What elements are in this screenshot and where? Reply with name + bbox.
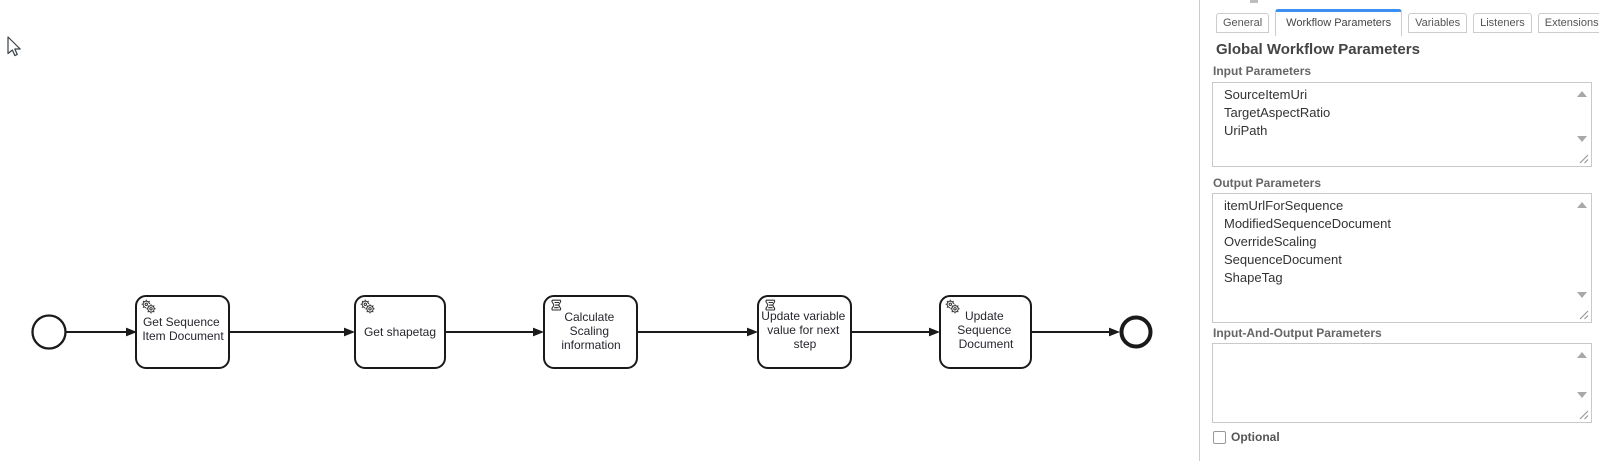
tab-extensions[interactable]: Extensions [1537,13,1599,33]
resize-grip-icon[interactable] [1578,409,1589,420]
end-event[interactable] [1119,315,1153,349]
task-label-line: Update variable [761,309,845,323]
input-and-output-parameters-label: Input-And-Output Parameters [1213,326,1382,340]
up-arrow-icon[interactable] [1577,202,1587,208]
sequence-flow[interactable] [66,327,137,337]
bpmn-diagram-svg: Get Sequence Item Document Get shapetag … [7,36,1153,369]
output-parameters-label: Output Parameters [1213,176,1322,190]
up-arrow-icon[interactable] [1577,352,1587,358]
task-update-variable-value[interactable]: Update variable value for next step [757,295,852,369]
resize-grip-icon[interactable] [1578,153,1589,164]
optional-checkbox[interactable] [1213,430,1226,444]
task-label-line: value for next [767,323,840,337]
task-label-line: Document [959,337,1014,351]
sequence-flow[interactable] [1031,327,1120,337]
down-arrow-icon[interactable] [1577,292,1587,298]
task-label-line: Update [965,309,1004,323]
list-item[interactable]: ModifiedSequenceDocument [1224,216,1391,231]
list-item[interactable]: ShapeTag [1224,270,1283,285]
task-get-shapetag[interactable]: Get shapetag [354,295,446,369]
bpmn-canvas[interactable]: Get Sequence Item Document Get shapetag … [0,0,1199,461]
properties-panel: General Workflow Parameters Variables Li… [1199,0,1599,461]
task-label: Get shapetag [364,325,436,339]
task-label-line: Get Sequence [143,315,220,329]
sequence-flow[interactable] [851,327,940,337]
sequence-flow[interactable] [445,327,544,337]
list-item[interactable]: itemUrlForSequence [1224,198,1344,213]
input-parameters-label: Input Parameters [1213,64,1312,78]
input-parameters-listbox[interactable]: SourceItemUri TargetAspectRatio UriPath [1212,82,1592,167]
clipped-ui-artifact [1250,0,1258,3]
optional-checkbox-label: Optional [1231,430,1280,444]
task-label: Calculate Scaling information [561,310,620,352]
task-label: Update variable value for next step [761,309,848,351]
start-event[interactable] [31,314,67,350]
list-item[interactable]: SourceItemUri [1224,87,1308,102]
task-label-line: step [794,337,817,351]
tab-workflow-parameters[interactable]: Workflow Parameters [1275,9,1403,36]
sequence-flow[interactable] [229,327,355,337]
task-label-line: Get shapetag [364,325,436,339]
task-label: Update Sequence Document [957,309,1014,351]
optional-checkbox-row[interactable]: Optional [1213,430,1280,444]
list-item[interactable]: UriPath [1224,123,1268,138]
resize-grip-icon[interactable] [1578,309,1589,320]
list-item[interactable]: SequenceDocument [1224,252,1342,267]
task-label-line: information [561,338,620,352]
tab-variables[interactable]: Variables [1408,13,1468,33]
task-label-line: Sequence [957,323,1011,337]
task-get-sequence-item-document[interactable]: Get Sequence Item Document [135,295,230,369]
down-arrow-icon[interactable] [1577,136,1587,142]
tab-general[interactable]: General [1216,13,1270,33]
task-update-sequence-document[interactable]: Update Sequence Document [939,295,1032,369]
list-item[interactable]: OverrideScaling [1224,234,1317,249]
task-calculate-scaling-information[interactable]: Calculate Scaling information [543,295,638,369]
sequence-flow[interactable] [637,327,758,337]
task-label-line: Calculate [564,310,614,324]
mouse-cursor-icon [7,36,21,57]
tab-bar: General Workflow Parameters Variables Li… [1216,9,1599,36]
task-label-line: Scaling [570,324,609,338]
input-and-output-parameters-listbox[interactable] [1212,343,1592,423]
page-title: Global Workflow Parameters [1216,41,1420,58]
list-item[interactable]: TargetAspectRatio [1224,105,1331,120]
task-label-line: Item Document [142,329,224,343]
tab-listeners[interactable]: Listeners [1473,13,1532,33]
up-arrow-icon[interactable] [1577,91,1587,97]
output-parameters-listbox[interactable]: itemUrlForSequence ModifiedSequenceDocum… [1212,193,1592,323]
down-arrow-icon[interactable] [1577,392,1587,398]
task-label: Get Sequence Item Document [142,315,224,343]
